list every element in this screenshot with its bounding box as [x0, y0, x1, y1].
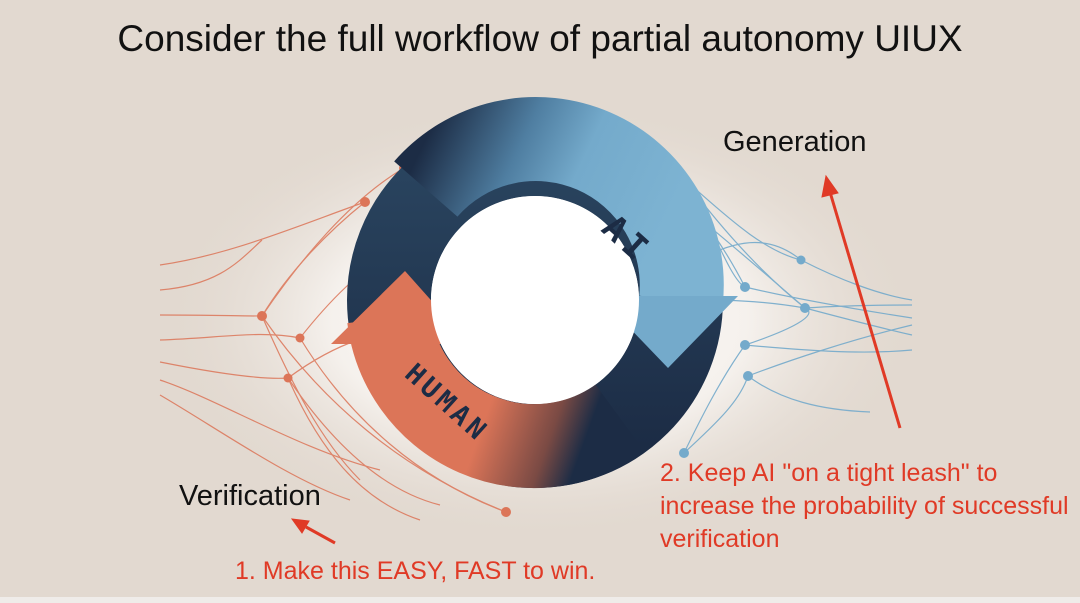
generation-arrow: [828, 191, 902, 429]
note-tight-leash: 2. Keep AI "on a tight leash" to increas…: [660, 459, 1069, 553]
slide-title: Consider the full workflow of partial au…: [117, 18, 963, 59]
human-arc: [347, 311, 645, 489]
note-easy-fast: 1. Make this EASY, FAST to win.: [235, 557, 596, 585]
cycle-ring: [331, 97, 738, 489]
generation-label: Generation: [723, 126, 867, 158]
ai-arc: [394, 97, 724, 305]
annotation-arrows: [290, 174, 902, 545]
slide-bottom-band: [0, 597, 1080, 603]
verification-arrow: [305, 525, 336, 545]
verification-label: Verification: [179, 480, 321, 512]
